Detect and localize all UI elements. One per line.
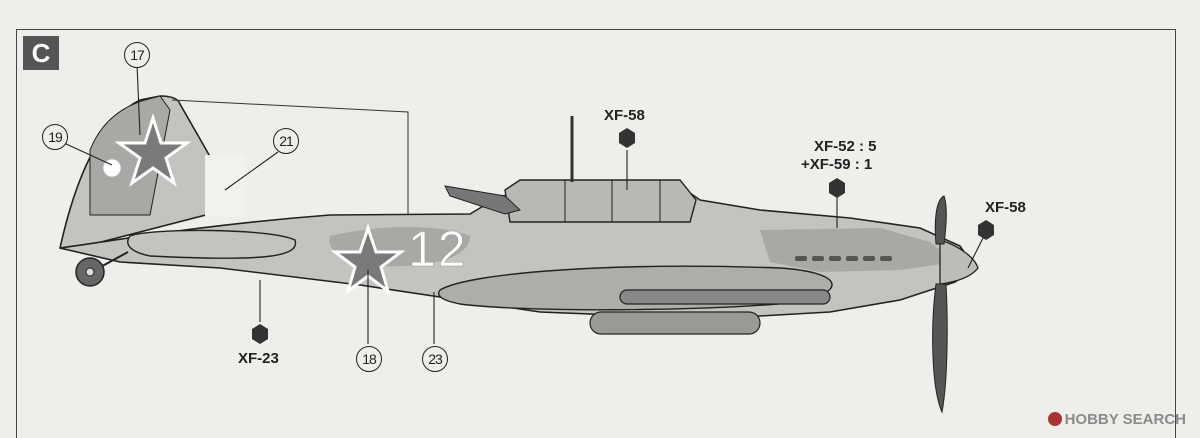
section-badge: C [23, 36, 59, 70]
frame-left-border [16, 29, 17, 438]
propeller-blade-lower [932, 283, 948, 414]
leader-line-17 [136, 63, 141, 136]
paint-label-xf58-top: XF-58 [604, 107, 645, 124]
rocket-rail [619, 289, 831, 305]
paint-label-xf58-right: XF-58 [985, 199, 1026, 216]
fuselage-number: 12 [408, 221, 468, 278]
leader-line-xf58-right [967, 233, 986, 269]
horizontal-stabilizer [127, 229, 297, 259]
callout-17: 17 [124, 42, 150, 68]
paint-chip-icon [252, 324, 268, 344]
hobby-search-watermark: HOBBY SEARCH [1047, 411, 1186, 428]
nose-camo-dark [760, 228, 955, 272]
antenna-wire [171, 99, 409, 214]
rear-gun [444, 185, 522, 215]
paint-label-xf52-line1: XF-52 : 5 [814, 138, 877, 155]
callout-23: 23 [422, 346, 448, 372]
frame-right-border [1175, 29, 1176, 438]
exhaust-stacks [795, 256, 892, 261]
tail-red-star [114, 113, 192, 187]
leader-line-19 [63, 142, 113, 166]
callout-18: 18 [356, 346, 382, 372]
paint-label-xf23: XF-23 [238, 350, 279, 367]
paint-chip-icon [619, 128, 635, 148]
propeller-blade-upper [934, 195, 947, 245]
callout-21: 21 [273, 128, 299, 154]
bomb [589, 311, 761, 335]
canopy [504, 179, 697, 223]
hobby-search-logo-icon [1047, 412, 1062, 426]
paint-chip-icon [829, 178, 845, 198]
frame-top-border [16, 29, 1176, 30]
watermark-text: HOBBY SEARCH [1064, 411, 1186, 428]
spinner [939, 239, 979, 285]
paint-label-xf59-line2: +XF-59 : 1 [801, 156, 873, 173]
leader-line-21 [224, 151, 279, 191]
callout-19: 19 [42, 124, 68, 150]
fin-white-band [205, 155, 245, 217]
paint-chip-icon [978, 220, 994, 240]
